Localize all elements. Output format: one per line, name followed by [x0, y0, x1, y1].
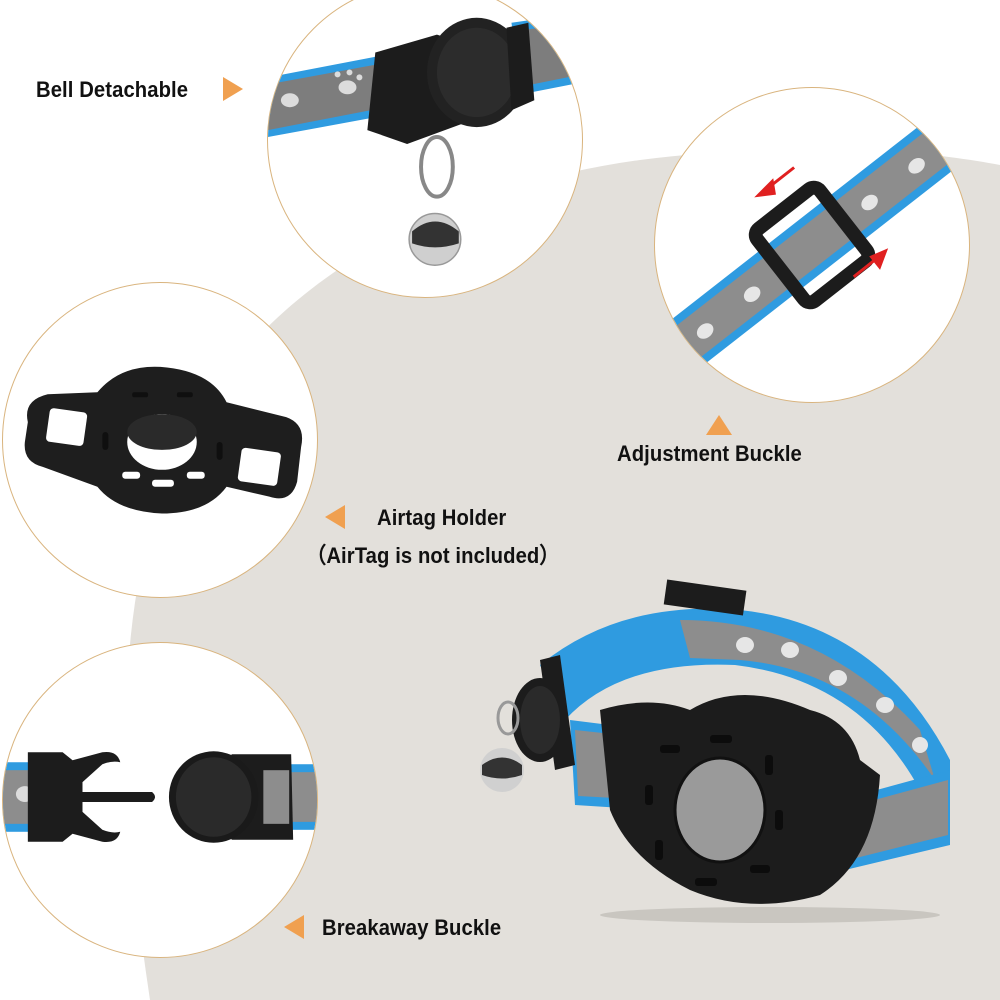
adjustment-buckle-illustration — [655, 89, 969, 401]
bell-closeup-image — [267, 0, 583, 298]
breakaway-buckle-closeup-image — [2, 642, 318, 958]
feature-label-breakaway: Breakaway Buckle — [322, 915, 502, 940]
feature-sublabel-airtag: （AirTag is not included） — [306, 543, 560, 568]
pointer-left-icon — [284, 915, 304, 939]
breakaway-buckle-illustration — [3, 751, 317, 843]
pointer-left-icon — [325, 505, 345, 529]
pointer-up-icon — [706, 415, 732, 435]
feature-label-adjustment: Adjustment Buckle — [617, 441, 802, 466]
airtag-holder-closeup-image — [2, 282, 318, 598]
bell-illustration — [268, 12, 582, 266]
airtag-holder-illustration — [24, 366, 303, 514]
feature-label-airtag: Airtag Holder — [377, 505, 507, 530]
feature-label-bell: Bell Detachable — [36, 77, 189, 102]
collar-product-image — [480, 579, 950, 923]
adjustment-buckle-closeup-image — [654, 87, 970, 403]
pointer-right-icon — [223, 77, 243, 101]
